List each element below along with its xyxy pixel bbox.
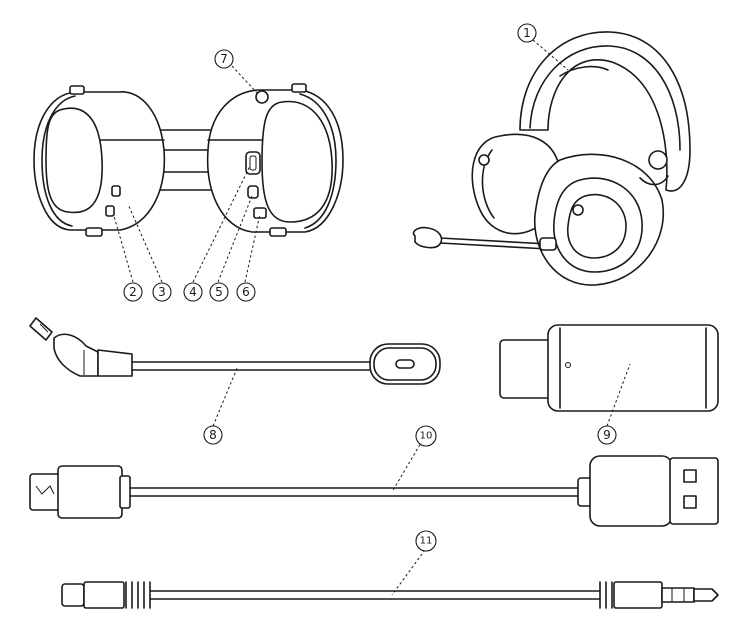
left-earcup [33, 85, 166, 237]
leader-lines [113, 39, 631, 596]
callout-label-11: 11 [420, 536, 433, 547]
callout-10: 10 [415, 425, 437, 447]
callout-label-4: 4 [189, 285, 197, 299]
callout-2: 2 [123, 282, 143, 302]
callout-11: 11 [415, 530, 437, 552]
callout-9: 9 [597, 425, 617, 445]
callout-6: 6 [236, 282, 256, 302]
right-earcup [206, 83, 344, 237]
callout-label-3: 3 [158, 285, 166, 299]
callout-label-9: 9 [603, 428, 611, 442]
callout-8: 8 [203, 425, 223, 445]
callout-4: 4 [183, 282, 203, 302]
callout-label-5: 5 [215, 285, 223, 299]
callout-label-6: 6 [242, 285, 250, 299]
callout-label-1: 1 [523, 26, 531, 40]
callout-7: 7 [214, 49, 234, 69]
usb-dongle [499, 324, 719, 412]
callout-5: 5 [209, 282, 229, 302]
detachable-microphone [29, 317, 441, 385]
headset-perspective-view [412, 31, 691, 286]
aux-audio-cable [61, 581, 719, 609]
callout-label-8: 8 [209, 428, 217, 442]
usb-charging-cable [29, 455, 719, 527]
callout-label-7: 7 [220, 52, 228, 66]
callout-label-10: 10 [420, 431, 433, 442]
callout-3: 3 [152, 282, 172, 302]
headset-front-view [33, 83, 344, 237]
callout-label-2: 2 [129, 285, 137, 299]
callout-1: 1 [517, 23, 537, 43]
